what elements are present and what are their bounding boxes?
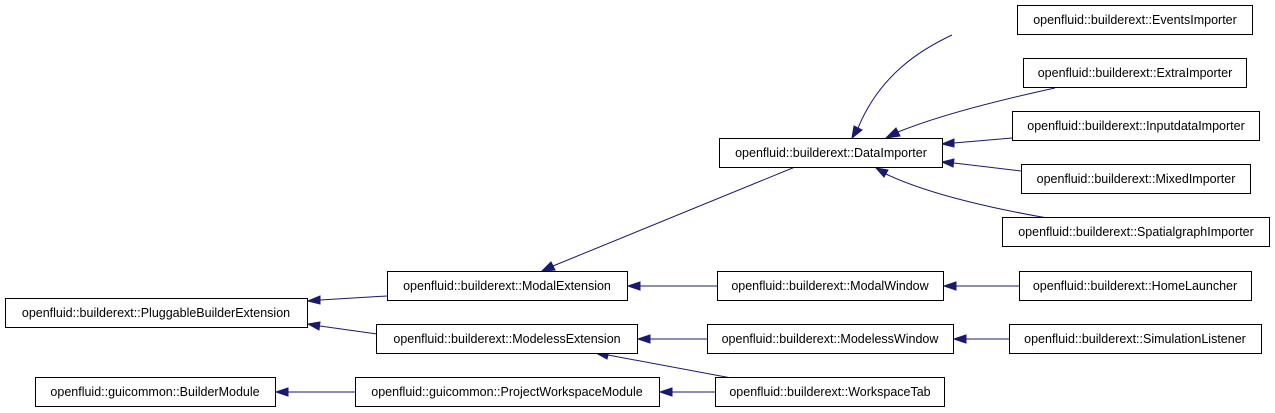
arrow-head [626,281,641,291]
node-label: openfluid::guicommon::ProjectWorkspaceMo… [371,385,642,399]
node-label: openfluid::guicommon::BuilderModule [50,385,259,399]
node-label: openfluid::builderext::WorkspaceTab [729,385,930,399]
edge-modeless-extension-to-pluggable [319,325,378,335]
edge-inputdata-to-data [953,137,1013,144]
node-label: openfluid::builderext::SimulationListene… [1024,332,1246,346]
node-modal-extension[interactable]: openfluid::builderext::ModalExtension [387,271,628,301]
node-workspace-tab[interactable]: openfluid::builderext::WorkspaceTab [715,377,945,407]
node-label: openfluid::builderext::ExtraImporter [1038,66,1233,80]
node-label: openfluid::builderext::SpatialgraphImpor… [1018,225,1254,239]
arrow-head [851,125,863,140]
node-builder-module[interactable]: openfluid::guicommon::BuilderModule [35,377,276,407]
node-label: openfluid::builderext::PluggableBuilderE… [22,306,290,320]
arrow-head [306,295,321,305]
edge-spatialgraph-to-data [885,173,1054,220]
node-label: openfluid::builderext::ModalWindow [731,279,929,293]
node-modeless-window[interactable]: openfluid::builderext::ModelessWindow [707,324,954,354]
node-modeless-extension[interactable]: openfluid::builderext::ModelessExtension [376,324,638,354]
node-extra-importer[interactable]: openfluid::builderext::ExtraImporter [1023,58,1247,88]
edge-modal-extension-to-pluggable [319,295,388,301]
node-label: openfluid::builderext::HomeLauncher [1033,279,1237,293]
node-label: openfluid::builderext::ModelessExtension [393,332,620,346]
arrow-head [940,138,955,148]
nodes: openfluid::builderext::EventsImporter op… [5,5,1270,407]
node-inputdata-importer[interactable]: openfluid::builderext::InputdataImporter [1012,111,1260,141]
node-events-importer[interactable]: openfluid::builderext::EventsImporter [1017,5,1253,35]
arrow-head [874,167,889,178]
arrow-head [952,334,967,344]
node-label: openfluid::builderext::ModelessWindow [722,332,940,346]
node-home-launcher[interactable]: openfluid::builderext::HomeLauncher [1019,271,1252,301]
node-simulation-listener[interactable]: openfluid::builderext::SimulationListene… [1009,324,1262,354]
arrow-head [274,387,289,397]
node-pluggable-builder-extension[interactable]: openfluid::builderext::PluggableBuilderE… [5,298,308,328]
edge-data-to-modal-extension [552,166,796,267]
edge-extra-to-data [897,87,1056,133]
arrow-head [540,261,556,272]
edge-events-to-data [857,34,953,129]
node-spatialgraph-importer[interactable]: openfluid::builderext::SpatialgraphImpor… [1002,217,1270,247]
arrow-head [658,387,673,397]
node-label: openfluid::builderext::DataImporter [735,146,927,160]
edges [274,34,1056,397]
node-label: openfluid::builderext::ModalExtension [403,279,611,293]
node-label: openfluid::builderext::MixedImporter [1037,172,1236,186]
arrow-head [942,281,957,291]
node-label: openfluid::builderext::InputdataImporter [1027,119,1245,133]
node-label: openfluid::builderext::EventsImporter [1033,13,1237,27]
arrow-head [636,334,651,344]
edge-mixed-to-data [953,162,1022,172]
node-modal-window[interactable]: openfluid::builderext::ModalWindow [717,271,944,301]
node-project-workspace-module[interactable]: openfluid::guicommon::ProjectWorkspaceMo… [355,377,660,407]
node-mixed-importer[interactable]: openfluid::builderext::MixedImporter [1021,164,1251,194]
arrow-head [940,158,955,168]
arrow-head [306,321,321,331]
arrow-head [884,127,901,139]
node-data-importer[interactable]: openfluid::builderext::DataImporter [719,138,943,168]
edge-workspace-tab-to-modeless-extension [607,354,743,381]
